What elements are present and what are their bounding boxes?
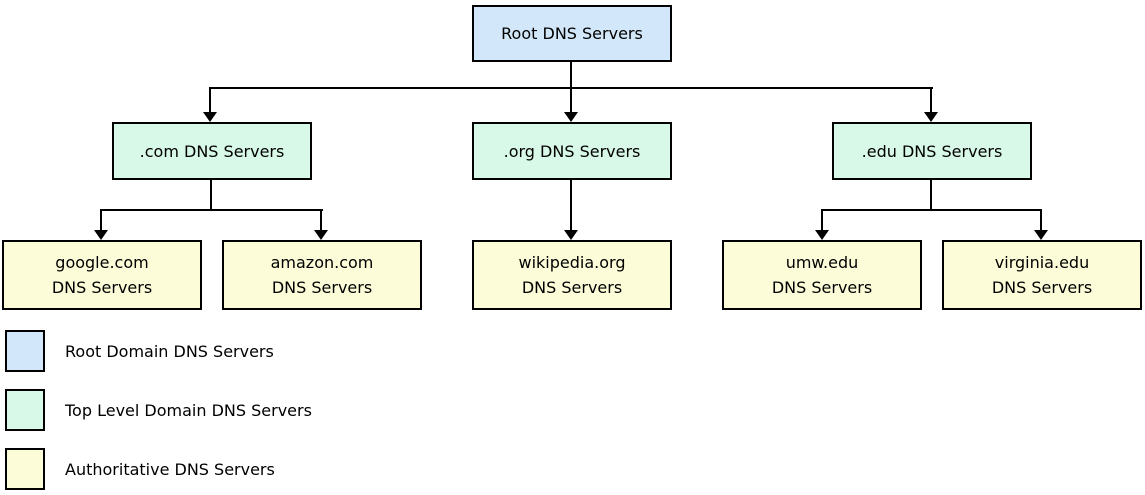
node-edu-dns-servers: .edu DNS Servers xyxy=(832,122,1032,180)
connector-line-com-bus xyxy=(100,209,323,211)
legend-swatch-tld xyxy=(5,389,45,431)
arrowhead-to-google xyxy=(94,230,108,240)
node-amazon-com-dns-servers: amazon.com DNS Servers xyxy=(222,240,422,310)
connector-line-drop-amazon xyxy=(320,209,322,231)
connector-line-drop-edu xyxy=(930,87,932,113)
arrowhead-to-umw xyxy=(815,230,829,240)
legend-swatch-root xyxy=(5,330,45,372)
connector-line-drop-google xyxy=(100,209,102,231)
legend-label: Top Level Domain DNS Servers xyxy=(65,400,312,420)
legend-label: Root Domain DNS Servers xyxy=(65,341,274,361)
legend-label: Authoritative DNS Servers xyxy=(65,459,275,479)
node-label-line1: wikipedia.org xyxy=(518,253,626,272)
node-label-line1: amazon.com xyxy=(270,253,374,272)
arrowhead-to-amazon xyxy=(314,230,328,240)
arrowhead-to-wikipedia xyxy=(564,230,578,240)
node-wikipedia-org-dns-servers: wikipedia.org DNS Servers xyxy=(472,240,672,310)
node-label: .org DNS Servers xyxy=(503,141,641,161)
node-label-line1: virginia.edu xyxy=(994,253,1090,272)
node-virginia-edu-dns-servers: virginia.edu DNS Servers xyxy=(942,240,1142,310)
connector-line-com-stem xyxy=(210,180,212,211)
connector-line-edu-bus xyxy=(821,209,1042,211)
connector-line-root-stem xyxy=(570,62,572,89)
arrowhead-to-org xyxy=(564,112,578,122)
node-label-line2: DNS Servers xyxy=(271,278,373,297)
node-label-line2: DNS Servers xyxy=(991,278,1093,297)
connector-line-drop-virginia xyxy=(1040,209,1042,231)
node-label-line1: umw.edu xyxy=(785,253,859,272)
node-google-com-dns-servers: google.com DNS Servers xyxy=(2,240,202,310)
legend-swatch-authoritative xyxy=(5,448,45,490)
connector-line-drop-umw xyxy=(821,209,823,231)
node-label: .edu DNS Servers xyxy=(861,141,1003,161)
legend-item-authoritative: Authoritative DNS Servers xyxy=(5,448,275,490)
connector-line-drop-org xyxy=(570,87,572,113)
node-label-line1: google.com xyxy=(55,253,149,272)
node-umw-edu-dns-servers: umw.edu DNS Servers xyxy=(722,240,922,310)
node-root-dns-servers: Root DNS Servers xyxy=(472,5,672,62)
arrowhead-to-com xyxy=(203,112,217,122)
arrowhead-to-virginia xyxy=(1034,230,1048,240)
arrowhead-to-edu xyxy=(924,112,938,122)
node-label-line2: DNS Servers xyxy=(51,278,153,297)
node-label-line2: DNS Servers xyxy=(521,278,623,297)
connector-line-edu-stem xyxy=(930,180,932,211)
node-com-dns-servers: .com DNS Servers xyxy=(112,122,312,180)
legend-item-root-domain: Root Domain DNS Servers xyxy=(5,330,274,372)
connector-line-drop-com xyxy=(209,87,211,113)
node-label-line2: DNS Servers xyxy=(771,278,873,297)
node-label: .com DNS Servers xyxy=(139,141,285,161)
node-org-dns-servers: .org DNS Servers xyxy=(472,122,672,180)
node-label: Root DNS Servers xyxy=(501,24,643,43)
legend-item-top-level-domain: Top Level Domain DNS Servers xyxy=(5,389,312,431)
connector-line-org-stem xyxy=(570,180,572,232)
